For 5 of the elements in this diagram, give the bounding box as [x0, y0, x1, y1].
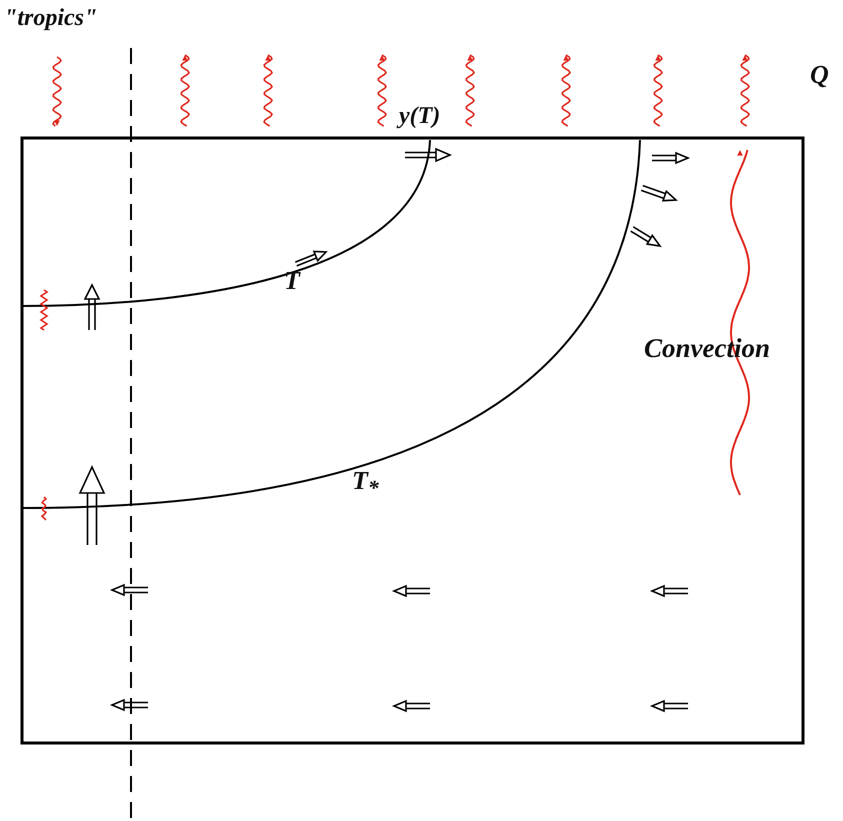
curve-label: T — [284, 268, 300, 294]
curve-label: T$_{*}$ — [352, 468, 379, 500]
region-label: "tropics" — [4, 6, 98, 30]
curve-label: y(T) — [399, 104, 440, 128]
heat-flux-label: Q — [810, 62, 829, 88]
